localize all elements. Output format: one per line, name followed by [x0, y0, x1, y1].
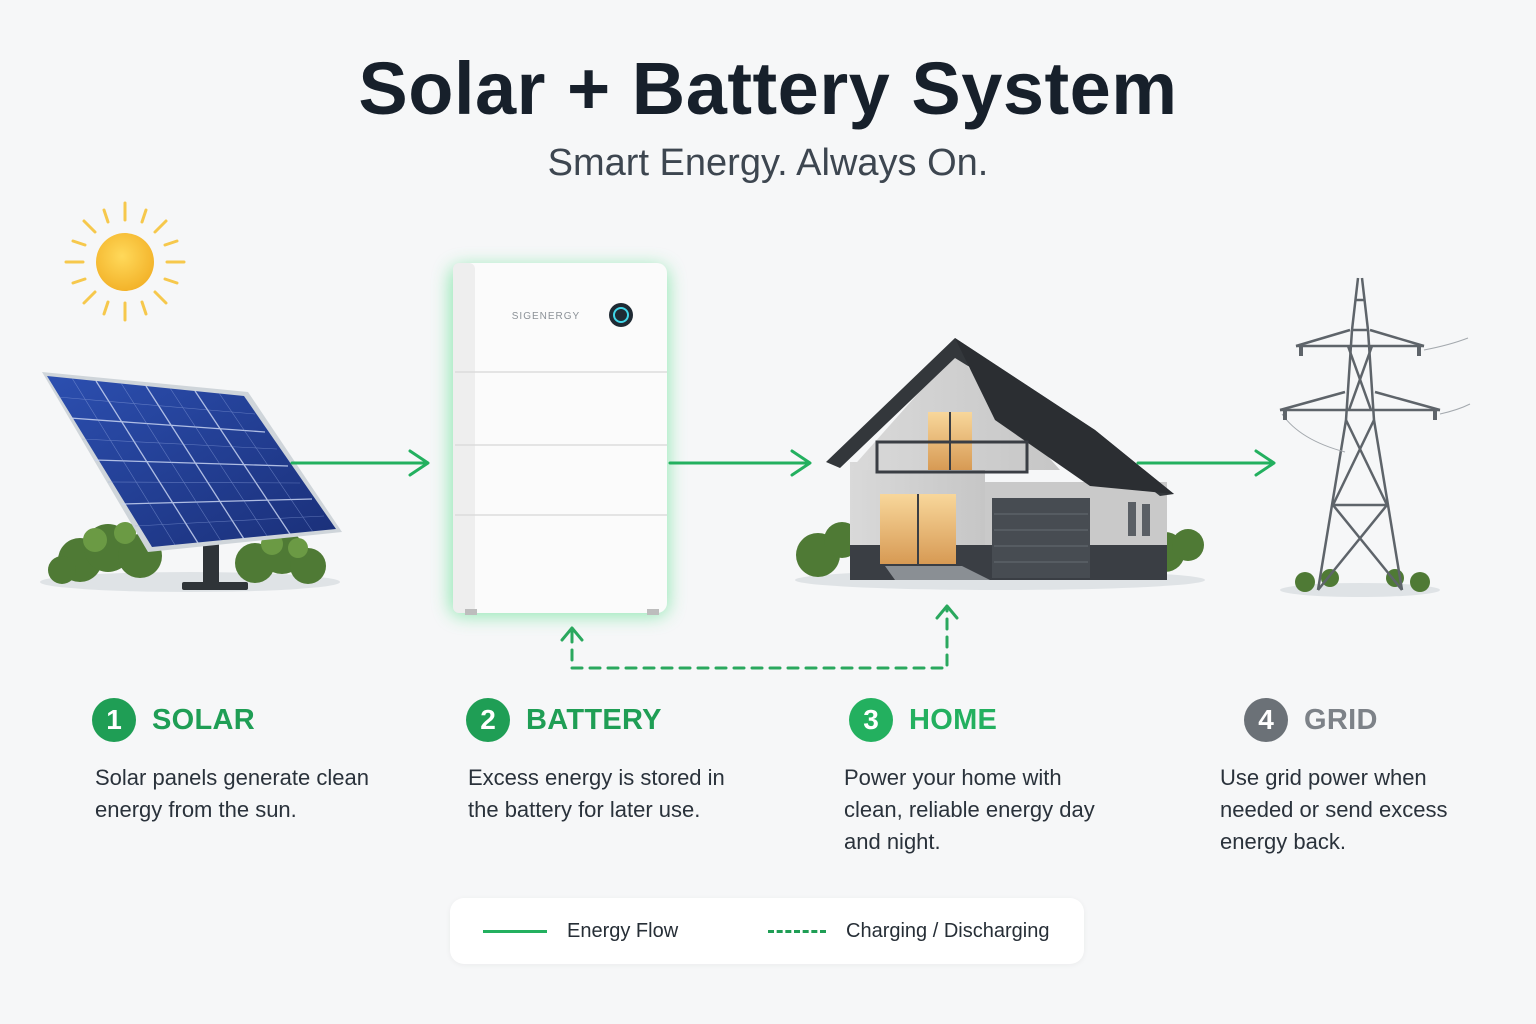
house-icon [795, 338, 1205, 590]
power-tower-icon [1279, 277, 1471, 597]
legend-charging: Charging / Discharging [768, 898, 1049, 964]
step-description: Power your home with clean, reliable ene… [844, 765, 1095, 854]
legend: Energy Flow Charging / Discharging [450, 898, 1084, 964]
solid-line-swatch [483, 929, 547, 933]
step-description: Use grid power when needed or send exces… [1220, 765, 1448, 854]
step-number-badge: 4 [1244, 698, 1288, 742]
sun-icon [64, 201, 186, 322]
battery-brand-label: SIGENERGY [512, 311, 580, 322]
step-title: GRID [1304, 703, 1378, 736]
charging-discharging-arrow [560, 604, 959, 670]
legend-label: Charging / Discharging [846, 919, 1050, 942]
step-solar: 1 SOLAR Solar panels generate clean ener… [92, 698, 422, 826]
step-description: Excess energy is stored in the battery f… [468, 765, 725, 822]
step-battery: 2 BATTERY Excess energy is stored in the… [466, 698, 796, 826]
solar-panel-icon [40, 372, 342, 592]
energy-flow-arrow-2 [668, 449, 812, 477]
step-title: HOME [909, 703, 998, 736]
step-number-badge: 1 [92, 698, 136, 742]
step-grid: 4 GRID Use grid power when needed or sen… [1220, 698, 1536, 858]
legend-label: Energy Flow [567, 919, 679, 942]
step-number-badge: 2 [466, 698, 510, 742]
step-description: Solar panels generate clean energy from … [95, 765, 369, 822]
step-title: BATTERY [526, 703, 662, 736]
step-title: SOLAR [152, 703, 255, 736]
battery-icon: SIGENERGY [450, 263, 668, 616]
energy-flow-arrow-1 [290, 449, 430, 477]
page-subtitle: Smart Energy. Always On. [547, 142, 989, 184]
page-title: Solar + Battery System [358, 47, 1178, 130]
legend-energy-flow: Energy Flow [483, 898, 678, 964]
step-number-badge: 3 [849, 698, 893, 742]
energy-flow-arrow-3 [1136, 449, 1276, 477]
step-home: 3 HOME Power your home with clean, relia… [844, 698, 1179, 858]
dashed-line-swatch [768, 929, 826, 933]
